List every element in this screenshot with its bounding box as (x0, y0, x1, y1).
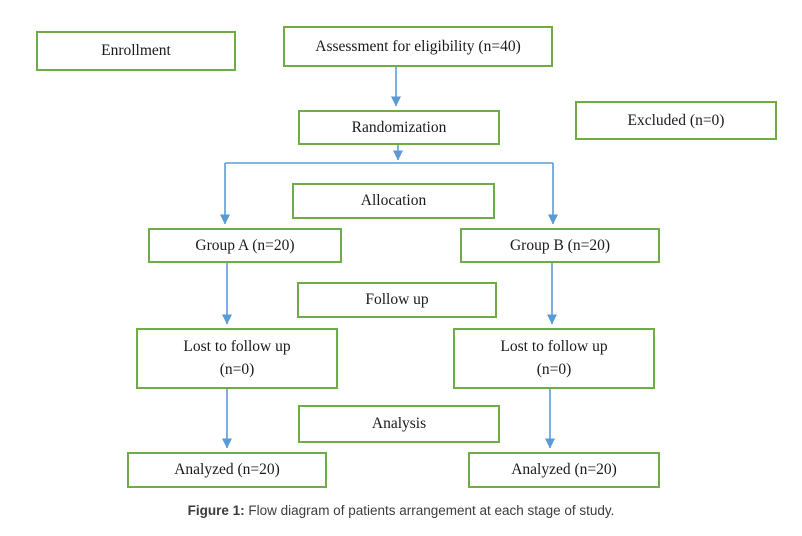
group-b-box: Group B (n=20) (460, 228, 660, 263)
group-a-box: Group A (n=20) (148, 228, 342, 263)
analyzed-left-box: Analyzed (n=20) (127, 452, 327, 488)
enrollment-box: Enrollment (36, 31, 236, 71)
analysis-box: Analysis (298, 405, 500, 443)
group-a-label: Group A (n=20) (195, 236, 295, 254)
figure-caption-prefix: Figure 1: (187, 503, 245, 518)
lost-right-count: (n=0) (536, 360, 572, 378)
randomization-label: Randomization (351, 118, 447, 136)
analyzed-right-box: Analyzed (n=20) (468, 452, 660, 488)
follow-up-label: Follow up (365, 291, 429, 309)
lost-to-follow-up-left-box: Lost to follow up (n=0) (136, 328, 338, 389)
allocation-label: Allocation (360, 192, 427, 210)
analyzed-left-label: Analyzed (n=20) (174, 461, 280, 479)
lost-right-label: Lost to follow up (500, 338, 608, 356)
lost-to-follow-up-right-box: Lost to follow up (n=0) (453, 328, 655, 389)
figure-caption: Figure 1: Flow diagram of patients arran… (0, 503, 802, 518)
analysis-label: Analysis (371, 415, 427, 433)
follow-up-box: Follow up (297, 282, 497, 318)
assessment-box: Assessment for eligibility (n=40) (283, 26, 553, 67)
analyzed-right-label: Analyzed (n=20) (511, 461, 617, 479)
lost-left-count: (n=0) (219, 360, 255, 378)
group-b-label: Group B (n=20) (509, 236, 610, 254)
figure-caption-text: Flow diagram of patients arrangement at … (244, 503, 615, 518)
allocation-box: Allocation (292, 183, 495, 219)
assessment-label: Assessment for eligibility (n=40) (315, 37, 521, 55)
enrollment-label: Enrollment (101, 42, 171, 60)
lost-left-label: Lost to follow up (183, 338, 291, 356)
excluded-box: Excluded (n=0) (575, 101, 777, 140)
randomization-box: Randomization (298, 110, 500, 145)
excluded-label: Excluded (n=0) (627, 111, 725, 129)
